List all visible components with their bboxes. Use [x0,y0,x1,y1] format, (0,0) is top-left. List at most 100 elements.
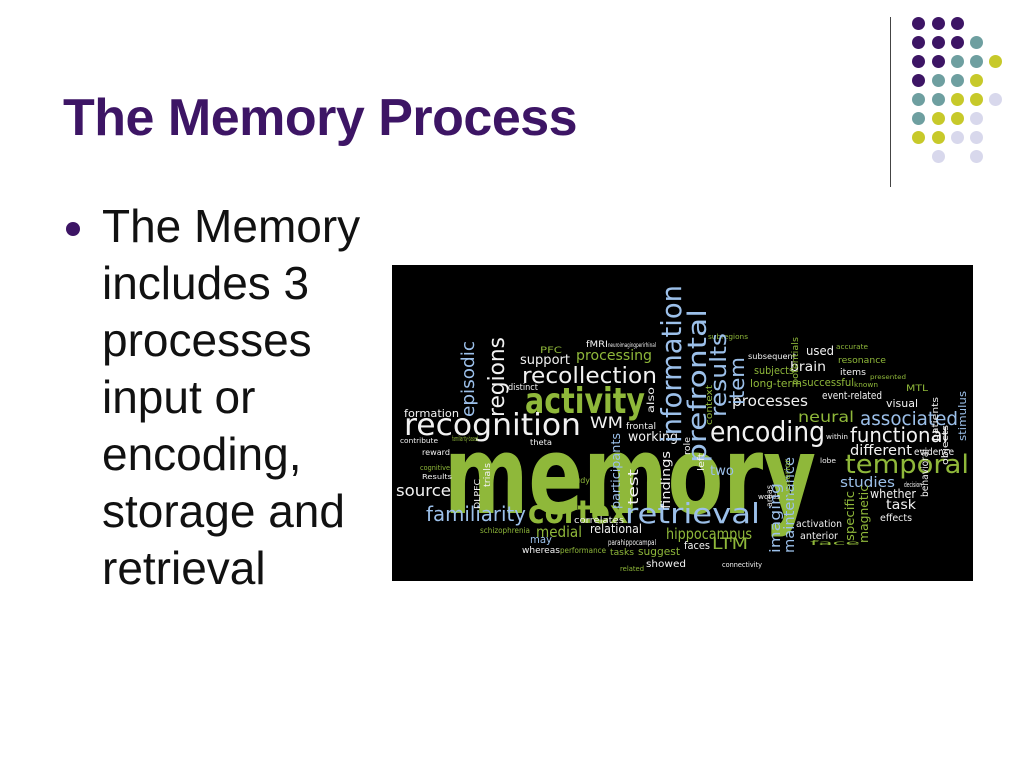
cloud-word: accurate [836,343,868,351]
bullet-text-line: storage and [102,485,345,537]
cloud-word: anterior [800,531,839,542]
cloud-word: hippocampus [666,525,752,543]
cloud-word: WM [590,413,623,432]
cloud-word: performance [560,546,606,555]
decor-dot [970,131,983,144]
cloud-word: information [655,285,688,443]
decor-dot [970,93,983,106]
cloud-word: words [758,493,780,501]
cloud-word: successful [802,376,854,389]
memory-word-cloud-image: memory activity recognition recollection… [392,265,973,581]
cloud-word: support [520,353,570,368]
cloud-word: specific [843,491,857,541]
cloud-word: decision [904,481,922,489]
decor-dot [951,55,964,68]
cloud-word: trials [483,463,493,487]
cloud-word: objects [941,425,951,465]
cloud-word: medial [536,523,582,541]
slide-title: The Memory Process [63,89,578,147]
bullet-text-line: processes [102,314,312,366]
cloud-word: prefrontal [683,309,713,463]
decor-dot [989,55,1002,68]
cloud-word: processing [576,348,652,364]
bullet-text-line: retrieval [102,542,266,594]
title-divider-line [890,17,891,187]
cloud-word: study [568,476,590,485]
decor-dot [912,131,925,144]
cloud-word: behavioral [920,449,931,497]
cloud-word: MTL [906,384,928,394]
bullet-item: The Memory includes 3 processes input or… [64,198,404,597]
cloud-word: connectivity [722,561,762,569]
cloud-word: visual [886,397,918,410]
cloud-word: evidence [914,447,954,458]
decor-dot [989,93,1002,106]
decor-dot [970,36,983,49]
cloud-word: two [710,464,734,479]
decor-dot [932,55,945,68]
cloud-word: functional [850,423,948,447]
cloud-word: associated [860,408,958,430]
cloud-word: findings [659,451,673,509]
cloud-word: activation [796,519,842,530]
cloud-word: known [854,381,878,389]
decor-dot [932,36,945,49]
cloud-word: within [826,433,848,441]
cloud-word: item [725,357,749,405]
cloud-word: presented [870,374,906,381]
cloud-word: theta [530,438,552,447]
cloud-word: subregions [708,333,748,341]
cloud-word: imaging [768,483,784,553]
decor-dot [970,112,983,125]
cloud-word: Results [422,473,452,481]
cloud-word: source [396,481,451,500]
cloud-word: tasks [610,548,634,558]
cloud-word: familiarity [426,502,526,526]
cloud-word: activity [525,381,645,422]
cloud-word: face [810,540,861,547]
decor-dot [912,74,925,87]
cloud-word: effects [880,513,912,524]
cloud-word: posterior [783,458,792,499]
decor-dot [932,74,945,87]
cloud-word: memory [444,414,816,539]
bullet-text-line: The Memory [102,200,361,252]
cloud-word: left [697,452,707,471]
cloud-word: processes [732,392,808,410]
decor-dot [951,36,964,49]
cloud-word: may [530,533,552,546]
cloud-word: maintenance [782,457,798,553]
cloud-word: patients [931,397,941,441]
cloud-word: perirhinal [636,342,656,349]
cloud-word: cognitive [420,464,450,472]
cloud-word: frontal [626,422,656,432]
cloud-word: role [683,437,693,455]
decor-dot [912,93,925,106]
cloud-word: distinct [508,383,538,393]
cloud-word: reward [422,448,450,457]
decor-dot [932,112,945,125]
word-cloud-canvas: memory activity recognition recollection… [396,285,969,573]
cloud-word: showed [646,559,686,570]
decor-dot [912,55,925,68]
cloud-word: studies [840,475,895,491]
cloud-word: suggest [638,545,681,558]
cloud-word: whereas [522,546,560,556]
bullet-text-line: encoding, [102,428,302,480]
decor-dot [932,17,945,30]
cloud-word: faces [684,539,710,552]
cloud-word: schizophrenia [480,526,530,535]
decor-dot [970,150,983,163]
cloud-word: retrieval [625,497,760,530]
decor-dot [970,74,983,87]
decor-dot [951,131,964,144]
cloud-word: cortex [528,493,628,531]
cloud-word: lobe [820,457,836,465]
decor-dot [912,36,925,49]
cloud-word: subsequent [748,352,796,361]
cloud-word: PFC [540,346,562,356]
bullet-dot-icon [66,222,80,236]
bullet-list: The Memory includes 3 processes input or… [64,198,404,597]
cloud-word: working [628,430,678,445]
